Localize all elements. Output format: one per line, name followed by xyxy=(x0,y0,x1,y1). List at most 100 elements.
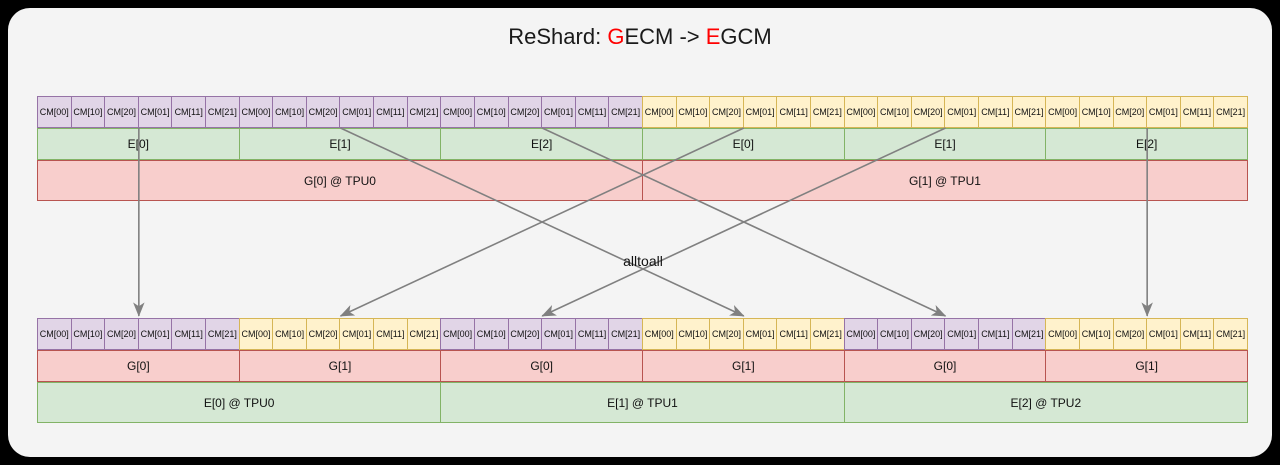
bottom-device-segment: E[1] @ TPU1 xyxy=(440,382,845,423)
title-arrow: -> xyxy=(673,24,706,49)
top-cell: CM[00] xyxy=(843,96,879,128)
bottom-cell: CM[01] xyxy=(541,318,576,350)
title-src-head: G xyxy=(607,24,625,49)
top-cell: CM[21] xyxy=(205,96,240,128)
bottom-cell: CM[20] xyxy=(104,318,139,350)
bottom-device-segment: E[0] @ TPU0 xyxy=(37,382,442,423)
bottom-cell: CM[10] xyxy=(272,318,307,350)
bottom-cell: CM[20] xyxy=(305,318,341,350)
top-expert-row: E[0]E[1]E[2]E[0]E[1]E[2] xyxy=(37,128,1249,160)
top-cell: CM[10] xyxy=(473,96,509,128)
bottom-device-segment: E[2] @ TPU2 xyxy=(843,382,1248,423)
operation-label: alltoall xyxy=(623,253,663,269)
bottom-cell: CM[11] xyxy=(574,318,610,350)
bottom-cell: CM[21] xyxy=(608,318,643,350)
top-cell: CM[01] xyxy=(1146,96,1181,128)
top-cell: CM[01] xyxy=(742,96,778,128)
top-cell: CM[01] xyxy=(944,96,980,128)
bottom-cell-row: CM[00]CM[10]CM[20]CM[01]CM[11]CM[21]CM[0… xyxy=(37,318,1248,350)
diagram-panel: ReShard: GECM -> EGCM CM[00]CM[10]CM[20]… xyxy=(8,8,1272,457)
top-cell: CM[01] xyxy=(137,96,173,128)
bottom-cell: CM[10] xyxy=(877,318,912,350)
bottom-cell: CM[00] xyxy=(440,318,475,350)
top-cell: CM[20] xyxy=(507,96,543,128)
reshard-diagram: CM[00]CM[10]CM[20]CM[01]CM[11]CM[21]CM[0… xyxy=(37,88,1249,428)
top-cell: CM[01] xyxy=(541,96,576,128)
bottom-cell: CM[10] xyxy=(70,318,106,350)
bottom-cell: CM[00] xyxy=(37,318,72,350)
bottom-cell: CM[20] xyxy=(1112,318,1148,350)
bottom-group-segment: G[1] xyxy=(1045,350,1249,382)
bottom-cell: CM[20] xyxy=(910,318,946,350)
bottom-cell: CM[01] xyxy=(944,318,980,350)
bottom-group-segment: G[1] xyxy=(238,350,442,382)
bottom-group-row: G[0]G[1]G[0]G[1]G[0]G[1] xyxy=(37,350,1249,382)
bottom-cell: CM[11] xyxy=(171,318,207,350)
bottom-cell: CM[01] xyxy=(339,318,375,350)
top-expert-segment: E[2] xyxy=(440,128,644,160)
bottom-cell: CM[01] xyxy=(1146,318,1181,350)
bottom-group-segment: G[1] xyxy=(642,350,845,382)
bottom-cell: CM[00] xyxy=(641,318,677,350)
bottom-cell: CM[11] xyxy=(978,318,1013,350)
top-expert-segment: E[1] xyxy=(843,128,1047,160)
top-cell: CM[10] xyxy=(70,96,106,128)
bottom-cell: CM[10] xyxy=(473,318,509,350)
title-prefix: ReShard: xyxy=(508,24,608,49)
bottom-cell: CM[11] xyxy=(1179,318,1215,350)
top-cell: CM[00] xyxy=(641,96,677,128)
bottom-cell: CM[00] xyxy=(238,318,274,350)
top-cell: CM[21] xyxy=(1011,96,1047,128)
top-cell-row: CM[00]CM[10]CM[20]CM[01]CM[11]CM[21]CM[0… xyxy=(37,96,1248,128)
top-expert-segment: E[1] xyxy=(238,128,442,160)
bottom-cell: CM[01] xyxy=(742,318,778,350)
top-cell: CM[20] xyxy=(910,96,946,128)
top-cell: CM[11] xyxy=(776,96,812,128)
bottom-group-segment: G[0] xyxy=(843,350,1047,382)
top-cell: CM[11] xyxy=(1179,96,1215,128)
top-cell: CM[11] xyxy=(574,96,610,128)
top-cell: CM[10] xyxy=(272,96,307,128)
bottom-cell: CM[01] xyxy=(137,318,173,350)
top-cell: CM[00] xyxy=(238,96,274,128)
bottom-cell: CM[20] xyxy=(709,318,744,350)
bottom-cell: CM[21] xyxy=(205,318,240,350)
bottom-cell: CM[21] xyxy=(1011,318,1047,350)
top-cell: CM[01] xyxy=(339,96,375,128)
top-cell: CM[21] xyxy=(406,96,442,128)
bottom-group-segment: G[0] xyxy=(37,350,240,382)
bottom-cell: CM[11] xyxy=(373,318,408,350)
bottom-cell: CM[00] xyxy=(843,318,879,350)
title-src-rest: ECM xyxy=(624,24,674,49)
top-cell: CM[10] xyxy=(877,96,912,128)
top-cell: CM[00] xyxy=(440,96,475,128)
top-cell: CM[00] xyxy=(37,96,72,128)
bottom-cell: CM[10] xyxy=(1078,318,1114,350)
bottom-cell: CM[11] xyxy=(776,318,812,350)
page-title: ReShard: GECM -> EGCM xyxy=(8,24,1272,50)
bottom-cell: CM[20] xyxy=(507,318,543,350)
top-device-segment: G[1] @ TPU1 xyxy=(642,160,1248,201)
bottom-cell: CM[21] xyxy=(1213,318,1248,350)
top-expert-segment: E[0] xyxy=(642,128,845,160)
bottom-cell: CM[00] xyxy=(1045,318,1080,350)
bottom-cell: CM[21] xyxy=(810,318,845,350)
top-expert-segment: E[2] xyxy=(1045,128,1249,160)
title-dst-head: E xyxy=(705,24,721,49)
top-cell: CM[20] xyxy=(305,96,341,128)
top-cell: CM[20] xyxy=(709,96,744,128)
top-device-segment: G[0] @ TPU0 xyxy=(37,160,643,201)
top-cell: CM[20] xyxy=(104,96,139,128)
top-cell: CM[11] xyxy=(171,96,207,128)
bottom-cell: CM[10] xyxy=(675,318,711,350)
top-cell: CM[21] xyxy=(1213,96,1248,128)
bottom-group-segment: G[0] xyxy=(440,350,644,382)
top-cell: CM[11] xyxy=(978,96,1013,128)
top-cell: CM[11] xyxy=(373,96,408,128)
title-dst-rest: GCM xyxy=(720,24,772,49)
top-cell: CM[10] xyxy=(675,96,711,128)
bottom-cell: CM[21] xyxy=(406,318,442,350)
top-expert-segment: E[0] xyxy=(37,128,240,160)
